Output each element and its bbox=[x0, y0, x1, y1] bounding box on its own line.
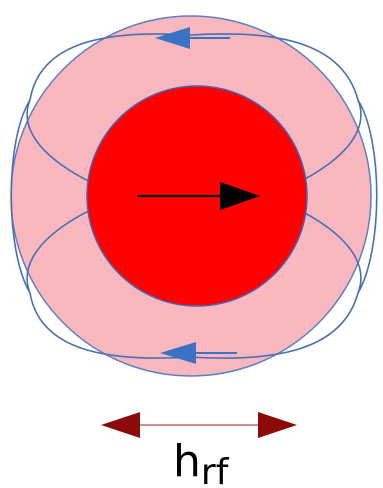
width-label-main: h bbox=[173, 436, 201, 487]
width-label: hrf bbox=[173, 436, 230, 488]
double-headed-arrow-icon bbox=[101, 412, 297, 438]
width-label-subscript: rf bbox=[201, 452, 230, 488]
